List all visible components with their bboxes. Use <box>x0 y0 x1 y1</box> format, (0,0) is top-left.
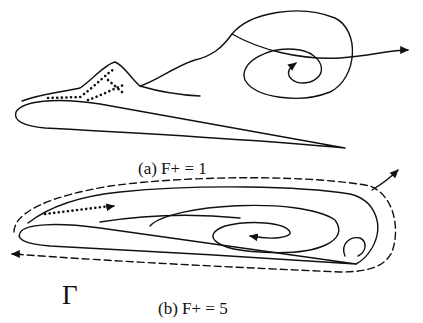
vortex <box>150 205 339 252</box>
streamline <box>28 187 378 264</box>
airfoil <box>19 225 356 264</box>
flow-arrow <box>12 253 20 254</box>
bubble-dots <box>45 206 110 214</box>
airfoil <box>16 101 345 148</box>
circulation-symbol: Γ <box>62 282 78 309</box>
vortex <box>344 238 365 256</box>
bubble-dots <box>48 68 126 100</box>
streamline <box>372 170 398 190</box>
caption-label: (b) F+ = 5 <box>158 300 228 317</box>
flow-arrow <box>108 206 114 207</box>
flow-arrow <box>292 63 296 66</box>
streamline <box>232 34 408 58</box>
circulation-loop <box>14 178 396 272</box>
caption-label: (a) F+ = 1 <box>138 160 207 177</box>
streamline <box>140 86 200 96</box>
flow-arrow <box>250 236 256 237</box>
